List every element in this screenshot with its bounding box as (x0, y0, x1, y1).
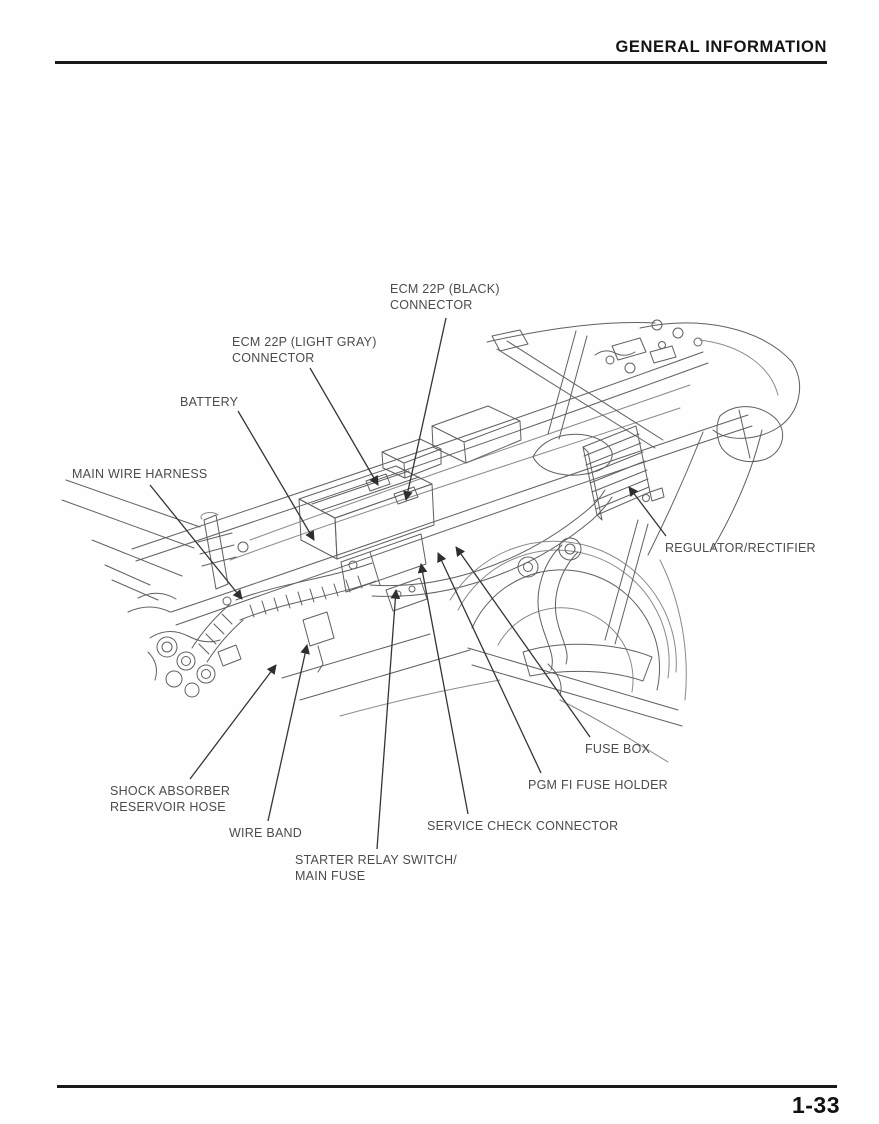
rear-wheel (449, 540, 687, 701)
ecm-unit (298, 465, 435, 560)
leader-line-starter-relay-switch-main-fuse (376, 589, 401, 850)
wire-band-clamp (302, 611, 335, 673)
turn-signal (716, 406, 784, 463)
regulator-rectifier-block (582, 425, 665, 521)
page-number: 1-33 (791, 1092, 840, 1118)
taillight-assembly (594, 337, 677, 374)
harness-cable-to-regulator (369, 489, 613, 597)
leader-line-ecm-light-gray-connector (309, 367, 379, 486)
leader-line-service-check-connector (417, 563, 469, 815)
swingarm (467, 519, 683, 727)
header-rule (55, 61, 827, 64)
leader-line-pgm-fi-fuse-holder (437, 552, 542, 774)
corrugated-harness-tube (191, 562, 377, 663)
top-cross-brace (486, 319, 703, 449)
left-frame-and-shock (61, 479, 249, 613)
under-seat-tray (381, 405, 613, 479)
leader-line-battery (237, 410, 315, 541)
leader-line-shock-absorber-reservoir-hose (189, 664, 277, 780)
leader-line-main-wire-harness (149, 484, 243, 600)
lower-body-lines (281, 633, 669, 763)
leader-line-wire-band (267, 644, 310, 822)
leader-line-fuse-box (455, 546, 591, 738)
footpeg-bracket (517, 537, 582, 696)
footer-rule (57, 1085, 837, 1088)
connector-cluster (147, 631, 242, 698)
leader-line-regulator-rectifier (628, 486, 667, 537)
tail-cowl (639, 322, 801, 556)
page-header-title: GENERAL INFORMATION (615, 38, 827, 56)
leader-line-ecm-black-connector (403, 317, 447, 501)
